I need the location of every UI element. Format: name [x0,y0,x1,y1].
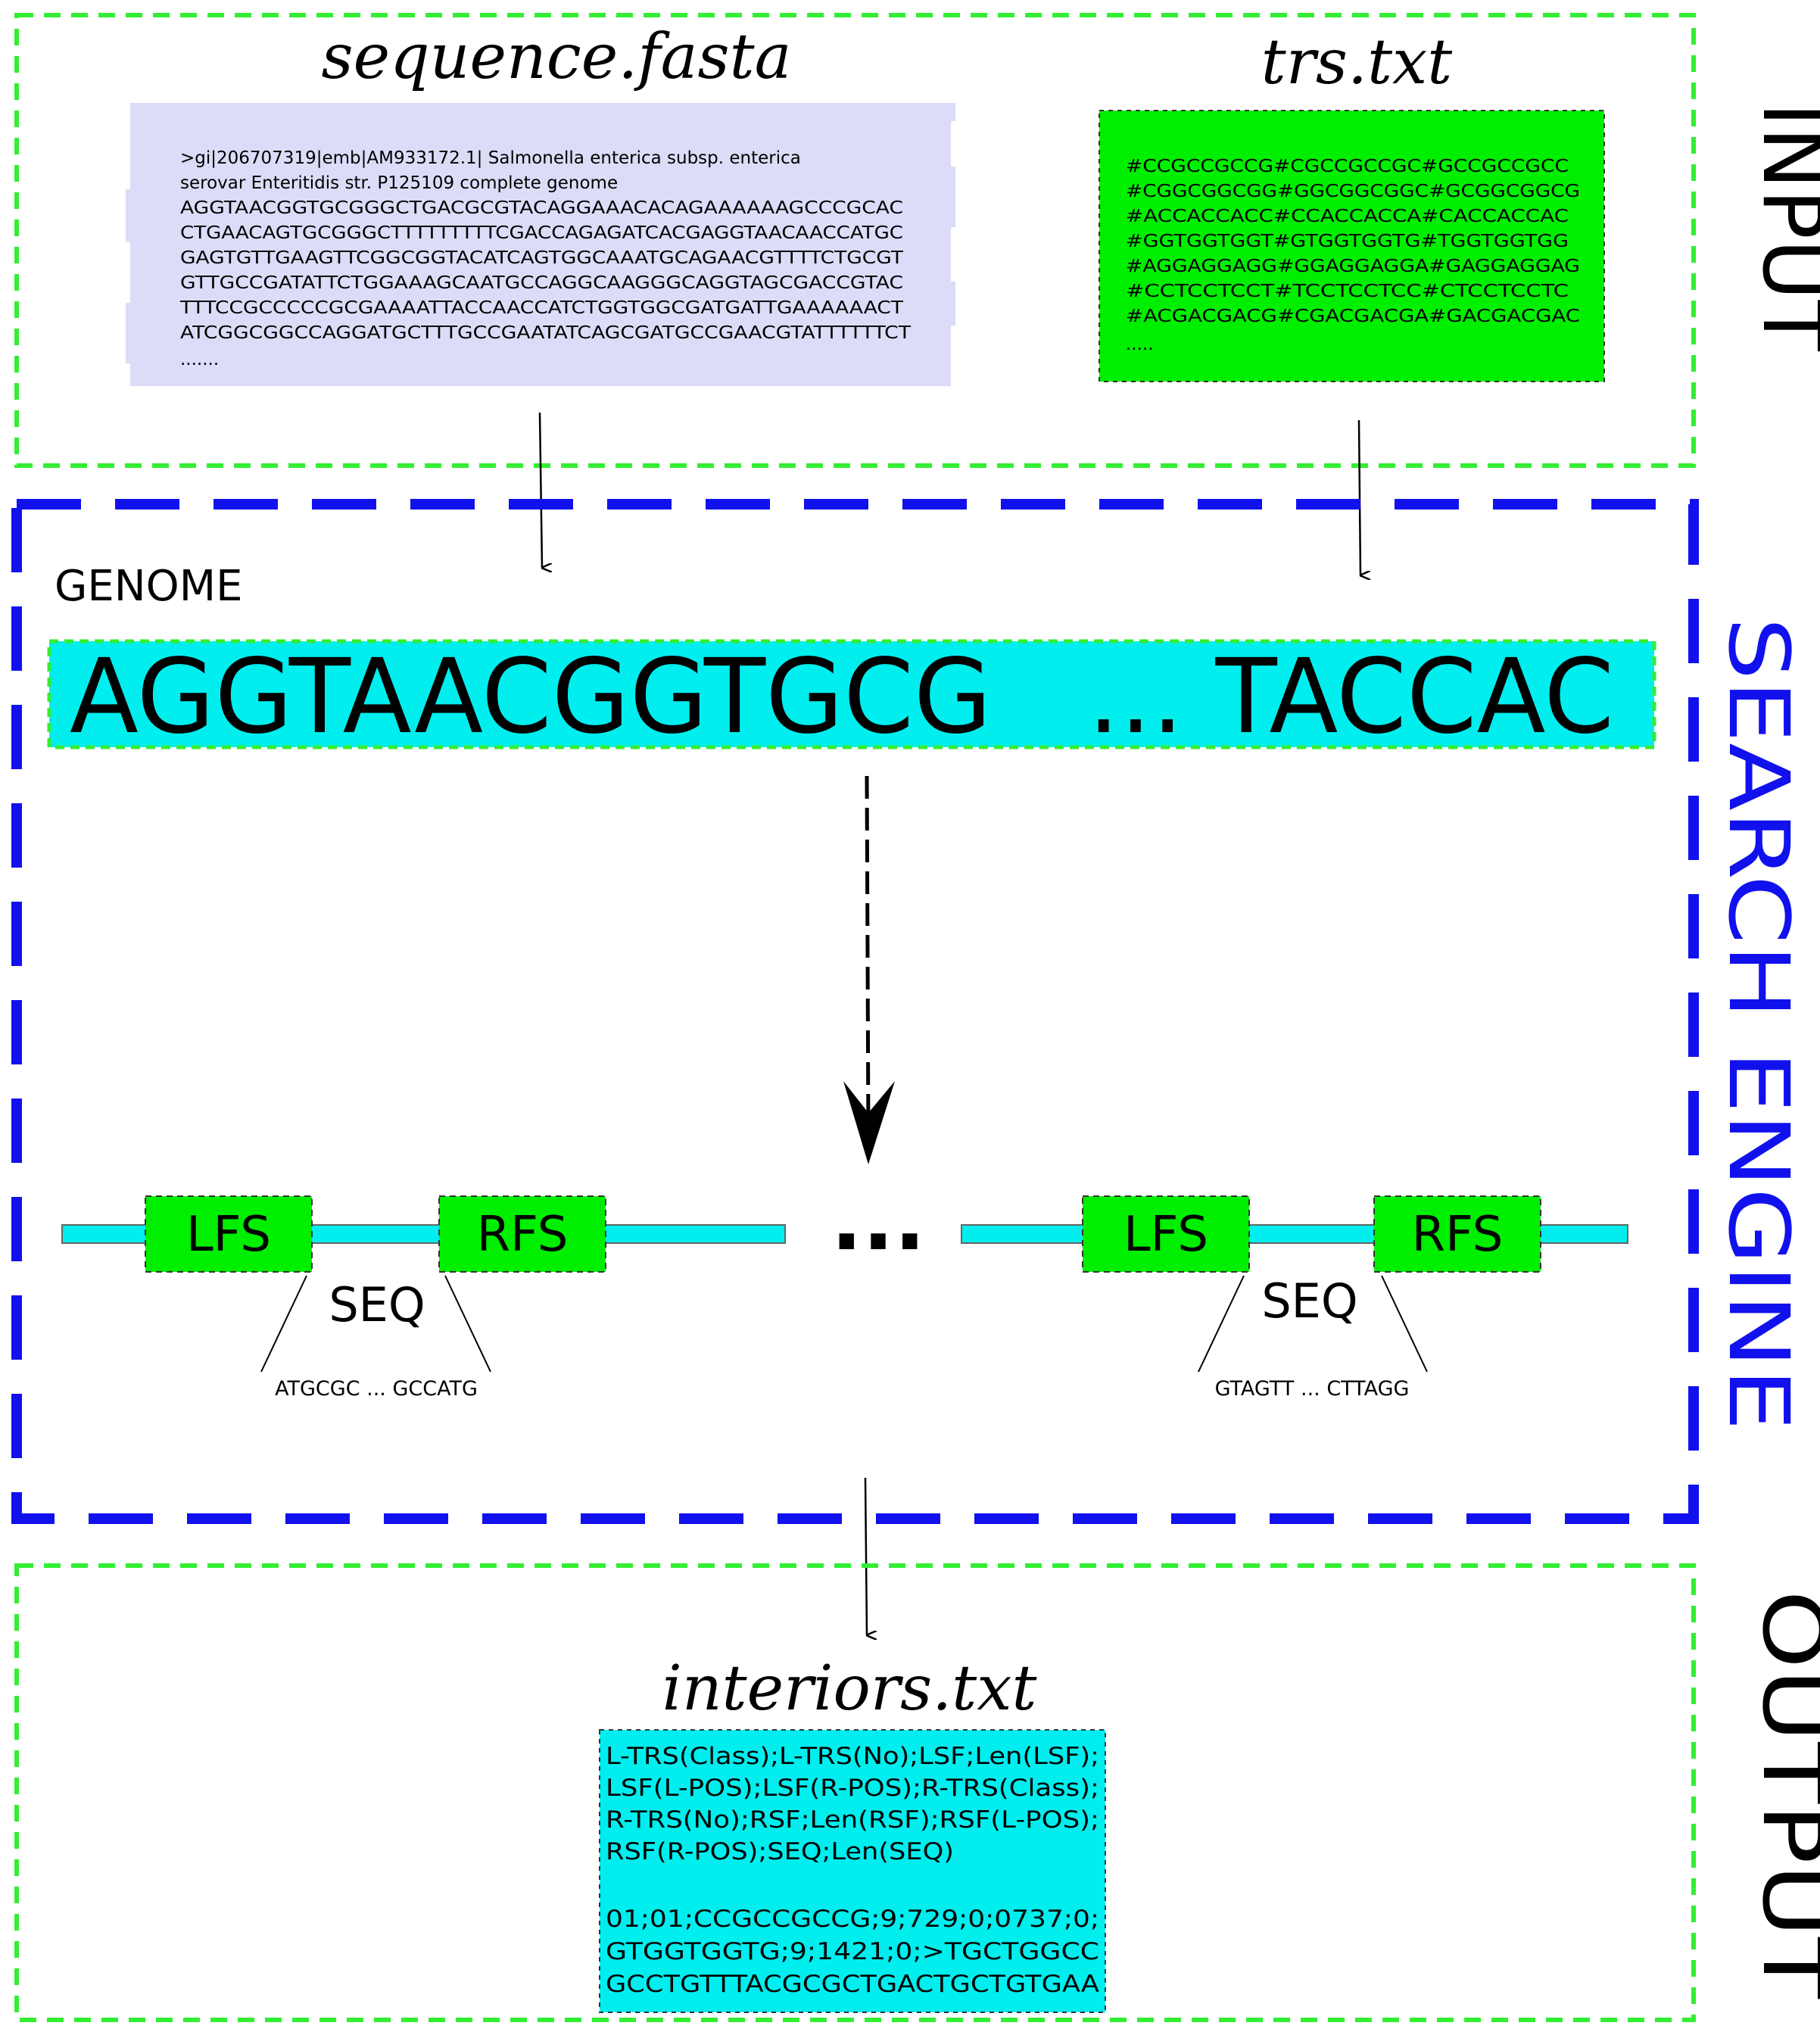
search-dashed-arrow-shaft [865,775,871,1136]
left-match-group: LFS RFS SEQ ATGCGC ... GCCATG [61,1195,786,1401]
output-line: RSF(R-POS);SEQ;Len(SEQ) [606,1838,954,1865]
fasta-line: serovar Enteritidis str. P125109 complet… [180,173,618,193]
output-line: 01;01;CCGCCGCCG;9;729;0;0737;0; [606,1906,1099,1933]
left-seq-bracket-left [260,1275,307,1373]
trs-line: ..... [1126,335,1154,354]
right-lfs-label: LFS [1123,1207,1208,1263]
trs-line: #AGGAGGAGG#GGAGGAGGA#GAGGAGGAG [1126,257,1580,276]
genome-sequence-bar [47,639,1656,749]
trs-line: #ACGACGACG#CGACGACGA#GACGACGAC [1126,307,1580,326]
arrow-trs-to-genome [1357,419,1360,575]
genome-sequence-text: AGGTAACGGTGCG ... TACCAC [70,637,1614,757]
left-seq-bracket-right [444,1275,491,1373]
genome-label: GENOME [55,562,242,611]
left-rfs-box [438,1195,606,1273]
fasta-line: TTTCCGCCCCCGCGAAAATTACCAACCATCTGGTGGCGAT… [179,298,904,318]
trs-filename: trs.txt [1261,26,1453,98]
left-seq-text: ATGCGC ... GCCATG [275,1377,478,1401]
trs-line: #CGGCGGCGG#GGCGGCGGC#GCGGCGGCG [1126,182,1580,201]
output-filename: interiors.txt [662,1653,1038,1725]
right-match-group: LFS RFS SEQ GTAGTT ... CTTAGG [961,1195,1628,1401]
group-ellipsis: ... [831,1172,925,1269]
output-section-border [14,1563,1696,2022]
trs-line: #CCGCCGCCG#CGCCGCCGC#GCCGCCGCC [1126,157,1569,176]
trs-content: #CCGCCGCCG#CGCCGCCGC#GCCGCCGCC #CGGCGGCG… [1126,157,1580,354]
right-seq-text: GTAGTT ... CTTAGG [1215,1377,1410,1401]
fasta-line: GTTGCCGATATTCTGGAAAGCAATGCCAGGCAAGGGCAGG… [180,273,903,293]
fasta-line: ....... [180,350,219,369]
left-seq-label: SEQ [329,1277,425,1332]
input-section-label: INPUT [1744,102,1820,352]
arrow-fasta-to-genome [538,412,542,568]
arrow-search-to-output [864,1477,867,1635]
search-engine-label: SEARCH ENGINE [1710,617,1807,1431]
trs-line: #GGTGGTGGT#GTGGTGGTG#TGGTGGTGG [1126,232,1569,251]
fasta-line: >gi|206707319|emb|AM933172.1| Salmonella… [180,148,801,168]
left-lfs-box [145,1195,313,1273]
output-line: LSF(L-POS);LSF(R-POS);R-TRS(Class); [606,1775,1099,1802]
left-rfs-label: RFS [477,1207,569,1263]
fasta-line: CTGAACAGTGCGGGCTTTTTTTTTCGACCAGAGATCACGA… [180,223,903,243]
output-line: L-TRS(Class);L-TRS(No);LSF;Len(LSF); [606,1743,1099,1770]
output-line: R-TRS(No);RSF;Len(RSF);RSF(L-POS); [606,1806,1099,1834]
right-seq-bracket-right [1381,1275,1428,1373]
right-seq-label: SEQ [1261,1273,1357,1329]
left-lfs-label: LFS [186,1207,271,1263]
output-box [599,1729,1106,2013]
output-line: GTGGTGGTG;9;1421;0;>TGCTGGCC [606,1938,1099,1965]
right-seq-bracket-left [1198,1275,1245,1373]
right-rfs-box [1373,1195,1541,1273]
output-line: GCCTGTTTACGCGCTGACTGCTGTGAA [606,1971,1099,1998]
output-content: L-TRS(Class);L-TRS(No);LSF;Len(LSF); LSF… [606,1743,1099,1998]
search-dashed-arrow-head [843,1081,895,1164]
right-lfs-box [1082,1195,1250,1273]
trs-line: #CCTCCTCCT#TCCTCCTCC#CTCCTCCTC [1126,282,1569,301]
fasta-line: AGGTAACGGTGCGGGCTGACGCGTACAGGAAACACAGAAA… [180,198,903,218]
fasta-filename: sequence.fasta [322,21,792,93]
fasta-line: ATCGGCGGCCAGGATGCTTTGCCGAATATCAGCGATGCCG… [180,323,912,343]
output-section-label: OUTPUT [1744,1590,1820,1999]
trs-line: #ACCACCACC#CCACCACCA#CACCACCAC [1126,207,1569,226]
fasta-box [126,103,955,386]
right-rfs-label: RFS [1412,1207,1504,1263]
search-engine-border [11,499,1699,1524]
fasta-content: >gi|206707319|emb|AM933172.1| Salmonella… [179,148,912,369]
trs-box [1099,110,1605,382]
fasta-line: GAGTGTTGAAGTTCGGCGGTACATCAGTGGCAAATGCAGA… [180,248,904,268]
